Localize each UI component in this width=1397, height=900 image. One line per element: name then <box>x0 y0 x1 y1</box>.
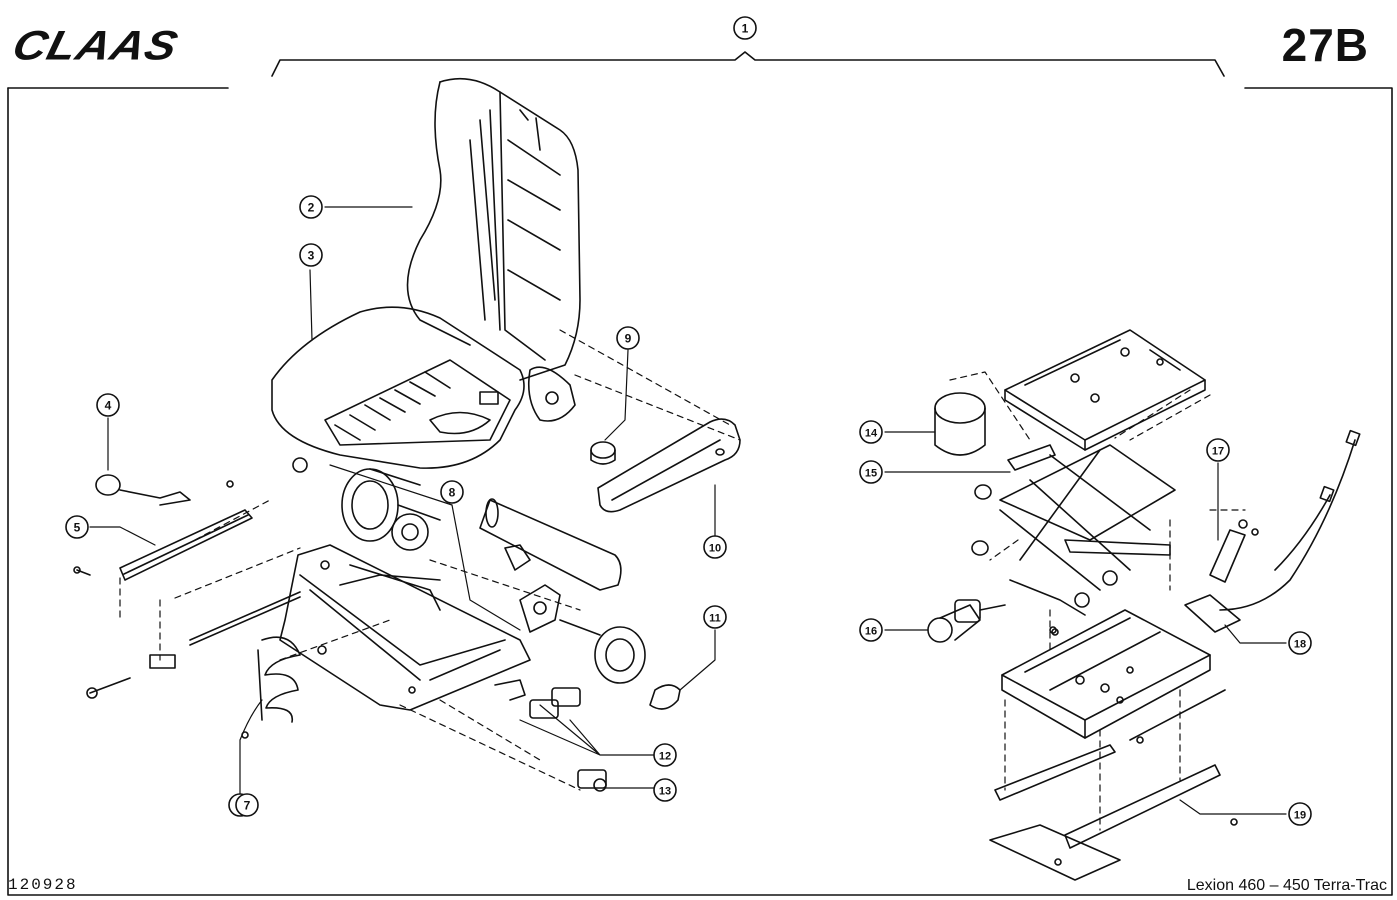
valve-block <box>1184 594 1241 633</box>
fasteners <box>226 457 1238 866</box>
mounting-plate <box>504 544 561 633</box>
guide-rails <box>989 689 1226 881</box>
callout-circle <box>440 480 464 504</box>
control-cable <box>1219 429 1361 611</box>
callout-18: 18 <box>1288 631 1312 655</box>
callout-label: 13 <box>659 786 671 798</box>
leader-lines-left <box>89 206 716 798</box>
callout-10: 10 <box>703 535 727 559</box>
model-designation: Lexion 460 – 450 Terra-Trac <box>1186 877 1387 894</box>
seat-slide-rail <box>73 509 253 581</box>
callout-circle <box>65 515 89 539</box>
adjust-knob <box>95 474 191 506</box>
callout-circle <box>616 326 640 350</box>
adjust-rod <box>86 591 301 699</box>
seat-backrest <box>406 77 581 381</box>
back-roller <box>479 498 622 591</box>
callout-circle <box>653 743 677 767</box>
callout-16: 16 <box>859 618 883 642</box>
air-spring <box>934 392 986 456</box>
callout-circle <box>733 16 757 40</box>
callout-14: 14 <box>859 420 883 444</box>
callout-circle <box>299 195 323 219</box>
scissor-mechanism <box>971 444 1176 616</box>
assembly-bracket <box>271 51 1225 77</box>
callout-label: 15 <box>865 468 877 480</box>
callout-2: 2 <box>299 195 323 219</box>
callout-15: 15 <box>859 460 883 484</box>
page-frame <box>7 87 1393 896</box>
callout-group: 12345678910111213141516171819 <box>65 16 1312 826</box>
callout-5: 5 <box>65 515 89 539</box>
callout-circle <box>1288 631 1312 655</box>
hinge-plate <box>527 366 576 422</box>
assembly-lines-left <box>119 329 741 791</box>
suspension-base-frame <box>1001 609 1211 739</box>
callout-label: 5 <box>74 521 81 535</box>
callout-17: 17 <box>1206 438 1230 462</box>
seat-base-frame <box>279 544 531 711</box>
page-code: 27B <box>1281 19 1369 71</box>
callout-label: 4 <box>105 399 112 413</box>
callout-9: 9 <box>616 326 640 350</box>
callout-label: 11 <box>709 613 721 625</box>
callout-circle <box>96 393 120 417</box>
callout-label: 16 <box>865 626 877 638</box>
callout-label: 8 <box>449 486 456 500</box>
leader-lines-right <box>884 431 1287 815</box>
callout-7: 7 <box>235 793 259 817</box>
callout-circle <box>703 605 727 629</box>
compressor <box>927 599 1006 643</box>
callout-circle <box>235 793 259 817</box>
callout-label: 12 <box>659 751 671 763</box>
callout-label: 18 <box>1294 639 1306 651</box>
armrest <box>597 418 741 513</box>
callout-label: 3 <box>308 249 315 263</box>
callout-19: 19 <box>1288 802 1312 826</box>
callout-circle <box>1206 438 1230 462</box>
callout-13: 13 <box>653 778 677 802</box>
lumbar-cylinder <box>341 468 441 551</box>
callout-circle <box>859 460 883 484</box>
callout-8: 8 <box>440 480 464 504</box>
callout-label: 2 <box>308 201 315 215</box>
bracket <box>1007 444 1056 471</box>
callout-circle <box>1288 802 1312 826</box>
callout-3: 3 <box>299 243 323 267</box>
callout-12: 12 <box>653 743 677 767</box>
bellows <box>257 636 301 723</box>
callout-label: 1 <box>742 22 749 36</box>
callout-circle <box>859 420 883 444</box>
electrical-switches <box>494 679 607 792</box>
callout-circle <box>859 618 883 642</box>
callout-label: 17 <box>1212 446 1224 458</box>
callout-label: 10 <box>709 543 721 555</box>
seat-cushion <box>271 306 525 469</box>
callout-11: 11 <box>703 605 727 629</box>
document-number: 120928 <box>8 876 78 894</box>
callout-label: 19 <box>1294 810 1306 822</box>
callout-label: 14 <box>865 428 878 440</box>
callout-1: 1 <box>733 16 757 40</box>
callout-label: 7 <box>244 799 251 813</box>
callout-circle <box>703 535 727 559</box>
suspension-top-frame <box>1004 329 1206 451</box>
callout-label: 9 <box>625 332 632 346</box>
callout-circle <box>653 778 677 802</box>
armrest-knob <box>590 441 616 465</box>
assembly-lines-right <box>949 371 1246 831</box>
callout-4: 4 <box>96 393 120 417</box>
callout-circle <box>299 243 323 267</box>
lever-handle <box>559 619 681 710</box>
damper <box>1209 519 1259 583</box>
